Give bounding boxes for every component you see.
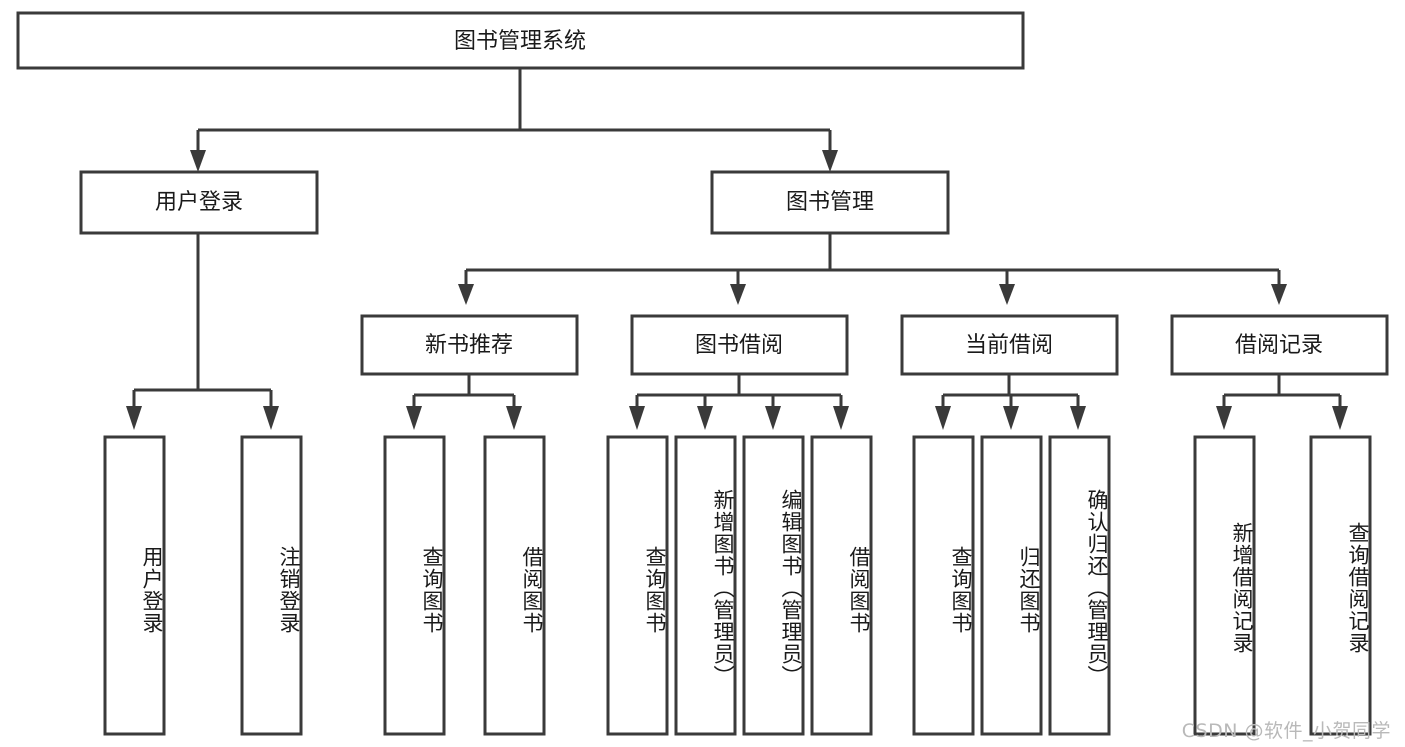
- node-user-login[interactable]: 用户登录: [79, 170, 319, 235]
- connector-bookmgmt-to-level3: [458, 233, 1287, 305]
- leaf-box-newbook-2[interactable]: [483, 435, 546, 736]
- connector-userlogin-to-leaves: [126, 233, 279, 430]
- node-new-book-recommend-label: 新书推荐: [425, 333, 513, 358]
- leaf-box-user-login-2[interactable]: [240, 435, 303, 736]
- node-borrow-record-label: 借阅记录: [1235, 333, 1323, 358]
- node-root[interactable]: 图书管理系统: [16, 11, 1025, 70]
- leaf-box-currentborrow-3[interactable]: [1048, 435, 1111, 736]
- leaf-box-user-login-1[interactable]: [103, 435, 166, 736]
- connector-borrowrecord-to-leaves: [1216, 375, 1348, 430]
- leaf-box-newbook-1[interactable]: [383, 435, 446, 736]
- connector-root-to-level2: [190, 68, 838, 172]
- connector-newbook-to-leaves: [406, 374, 522, 430]
- node-book-management-label: 图书管理: [786, 190, 874, 215]
- leaf-box-bookborrow-4[interactable]: [810, 435, 873, 736]
- leaf-box-bookborrow-1[interactable]: [606, 435, 669, 736]
- node-current-borrow-label: 当前借阅: [965, 333, 1053, 358]
- csdn-watermark: CSDN @软件_小贺同学: [1181, 720, 1391, 742]
- node-book-borrow[interactable]: 图书借阅: [630, 314, 849, 376]
- node-current-borrow[interactable]: 当前借阅: [900, 314, 1119, 376]
- node-borrow-record[interactable]: 借阅记录: [1170, 314, 1389, 376]
- leaf-box-bookborrow-3[interactable]: [742, 435, 805, 736]
- leaf-box-currentborrow-1[interactable]: [912, 435, 975, 736]
- node-root-label: 图书管理系统: [454, 29, 586, 54]
- connector-bookborrow-to-leaves: [629, 374, 849, 430]
- node-book-management[interactable]: 图书管理: [710, 170, 950, 235]
- node-user-login-label: 用户登录: [155, 190, 243, 215]
- node-new-book-recommend[interactable]: 新书推荐: [360, 314, 579, 376]
- leaf-box-borrowrecord-1[interactable]: [1193, 435, 1256, 736]
- leaf-box-currentborrow-2[interactable]: [980, 435, 1043, 736]
- connector-currentborrow-to-leaves: [935, 374, 1086, 430]
- leaf-box-bookborrow-2[interactable]: [674, 435, 737, 736]
- leaf-box-borrowrecord-2[interactable]: [1309, 435, 1372, 736]
- node-book-borrow-label: 图书借阅: [695, 333, 783, 358]
